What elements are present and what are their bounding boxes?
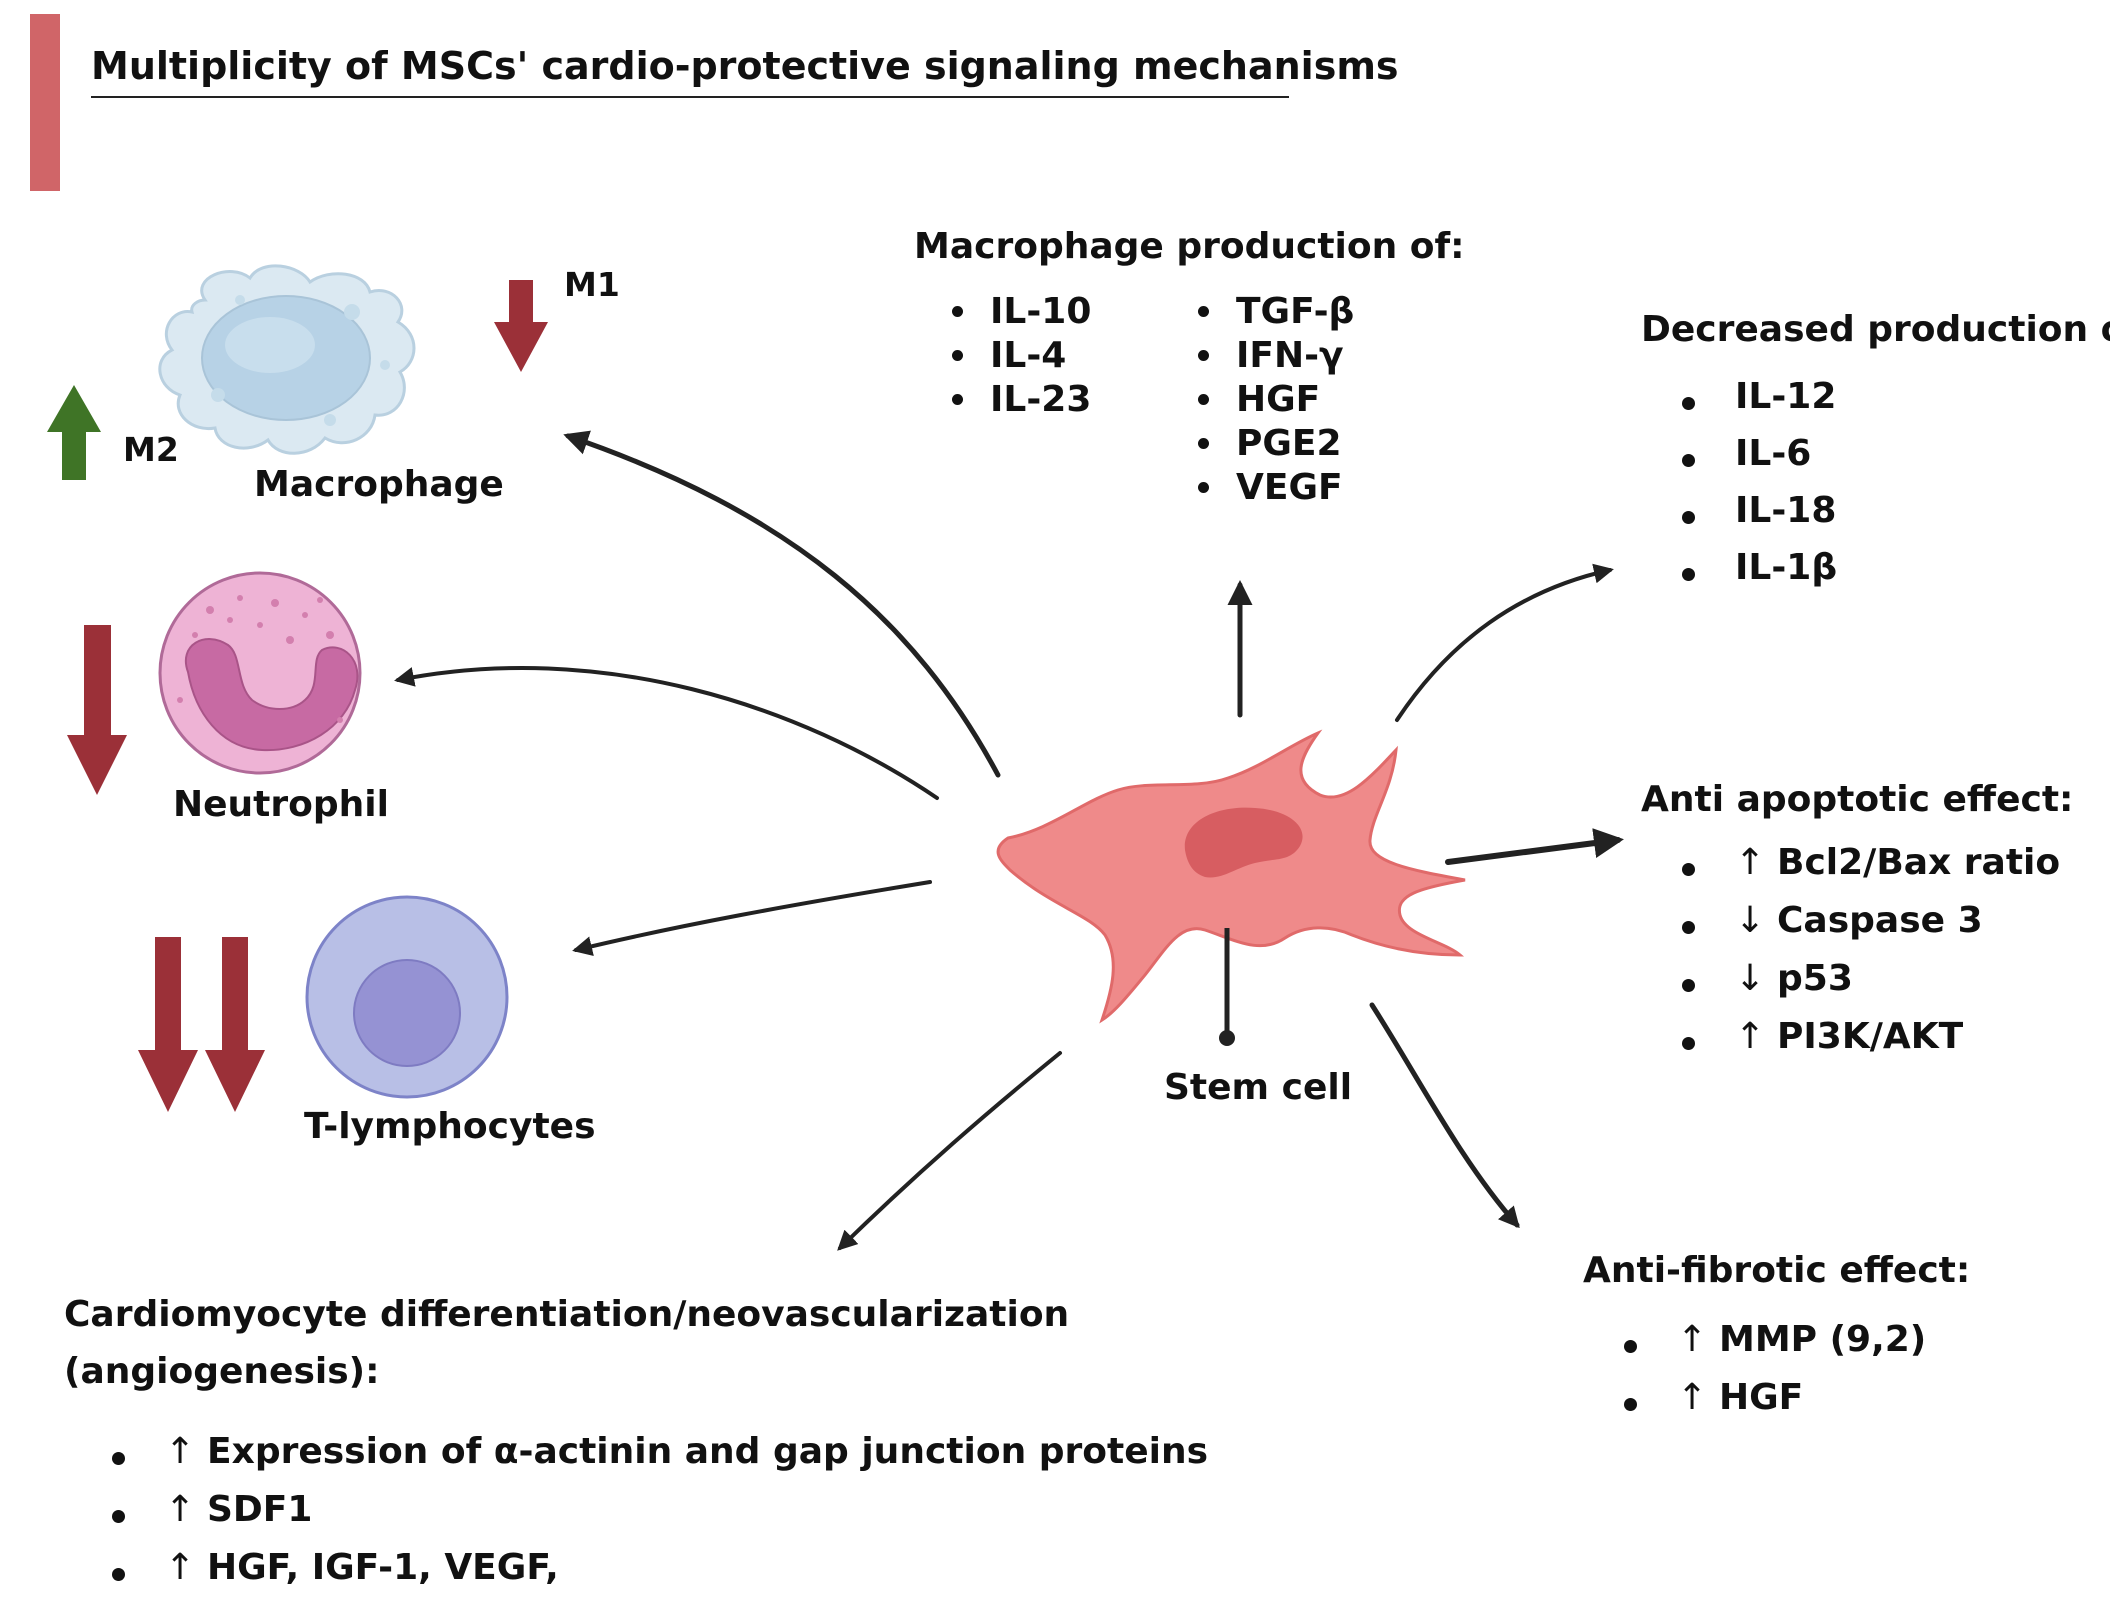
list-item: IL-23 [948,378,1091,422]
list-item: ↑ Bcl2/Bax ratio [1680,841,2060,899]
list-item-text: HGF [1719,1377,1804,1418]
list-item: ↑ HGF [1622,1376,1926,1434]
cardiomyocyte-heading-line2: (angiogenesis): [64,1351,380,1392]
decrease-arrow-icon: ↓ [1735,958,1766,999]
stem-cell-nucleus [1184,807,1303,878]
m1-decrease-arrow [494,280,548,372]
list-item-text: PI3K/AKT [1777,1016,1964,1057]
list-item: IL-12 [1680,375,1837,432]
arrow-to-t-lymphocytes [572,880,932,956]
list-item: ↓ p53 [1680,957,2060,1015]
title-accent-bar [30,14,60,191]
m2-label: M2 [123,430,179,469]
cardiomyocyte-list: ↑ Expression of α-actinin and gap junctio… [110,1430,1208,1603]
stem-cell-label: Stem cell [1164,1067,1353,1108]
increase-arrow-icon: ↑ [165,1489,196,1530]
decreased-production-heading: Decreased production of: [1641,309,2110,350]
t-lymphocytes-label: T-lymphocytes [304,1106,596,1147]
macrophage-label: Macrophage [254,464,504,505]
stem-cell-pointer-dot [1219,1030,1235,1046]
increase-arrow-icon: ↑ [165,1431,196,1472]
t-lymphocyte-decrease-arrow-2 [205,937,265,1112]
increase-arrow-icon: ↑ [1677,1377,1708,1418]
anti-fibrotic-list: ↑ MMP (9,2) ↑ HGF [1622,1318,1926,1434]
list-item: IL-18 [1680,489,1837,546]
increase-arrow-icon: ↑ [1735,842,1766,883]
decrease-arrow-icon: ↓ [1735,900,1766,941]
list-item: IL-1β [1680,546,1837,603]
list-item: ↑ MMP (9,2) [1622,1318,1926,1376]
anti-apoptotic-list: ↑ Bcl2/Bax ratio ↓ Caspase 3 ↓ p53 ↑ PI3K/AKT [1680,841,2060,1073]
arrow-to-macrophage [563,430,1001,778]
list-item: PGE2 [1194,422,1354,466]
m1-label: M1 [564,265,620,304]
arrow-to-anti-fibrotic [1369,1002,1520,1229]
t-lymphocyte-decrease-arrow-1 [138,937,198,1112]
list-item-text: Bcl2/Bax ratio [1777,842,2061,883]
list-item: VEGF [1194,466,1354,510]
list-item-text: Caspase 3 [1777,900,1983,941]
neutrophil-label: Neutrophil [173,784,389,825]
arrow-to-anti-apoptotic [1445,828,1624,865]
m2-increase-arrow [47,385,101,480]
page-title: Multiplicity of MSCs' cardio-protective … [91,44,1399,88]
increase-arrow-icon: ↑ [165,1547,196,1588]
list-item: ↑ SDF1 [110,1488,1208,1546]
anti-fibrotic-heading: Anti-fibrotic effect: [1583,1250,1971,1291]
arrow-to-cardiomyocyte [837,1051,1062,1251]
list-item-text: p53 [1777,958,1853,999]
increase-arrow-icon: ↑ [1677,1319,1708,1360]
arrow-to-neutrophil [394,665,939,800]
list-item: IL-4 [948,334,1091,378]
anti-apoptotic-heading: Anti apoptotic effect: [1641,779,2074,820]
arrow-to-decreased-production [1395,563,1614,722]
macrophage-production-heading: Macrophage production of: [914,226,1465,267]
list-item: TGF-β [1194,290,1354,334]
macrophage-cell [158,264,416,455]
list-item-text: MMP (9,2) [1719,1319,1927,1360]
increase-arrow-icon: ↑ [1735,1016,1766,1057]
list-item: ↑ Expression of α-actinin and gap junctio… [110,1430,1208,1488]
list-item: ↓ Caspase 3 [1680,899,2060,957]
stem-cell [996,729,1466,1024]
lymphocyte-nucleus [353,959,461,1067]
neutrophil-cell [158,571,362,775]
title-underline [91,96,1289,98]
t-lymphocyte-cell [305,895,509,1099]
list-item: IFN-γ [1194,334,1354,378]
connector-arrows [394,430,1624,1251]
cardiomyocyte-heading-line1: Cardiomyocyte differentiation/neovascula… [64,1294,1070,1335]
list-item: ↑ PI3K/AKT [1680,1015,2060,1073]
list-item: HGF [1194,378,1354,422]
neutrophil-decrease-arrow [67,625,127,795]
list-item-text: SDF1 [207,1489,313,1530]
list-item: ↑ HGF, IGF-1, VEGF, [110,1546,1208,1603]
list-item-text: HGF, IGF-1, VEGF, [207,1547,559,1588]
list-item: IL-6 [1680,432,1837,489]
list-item-text: Expression of α-actinin and gap junction… [207,1431,1209,1472]
stem-cell-membrane [996,729,1466,1024]
list-item: IL-10 [948,290,1091,334]
neutrophil-nucleus [185,638,359,752]
